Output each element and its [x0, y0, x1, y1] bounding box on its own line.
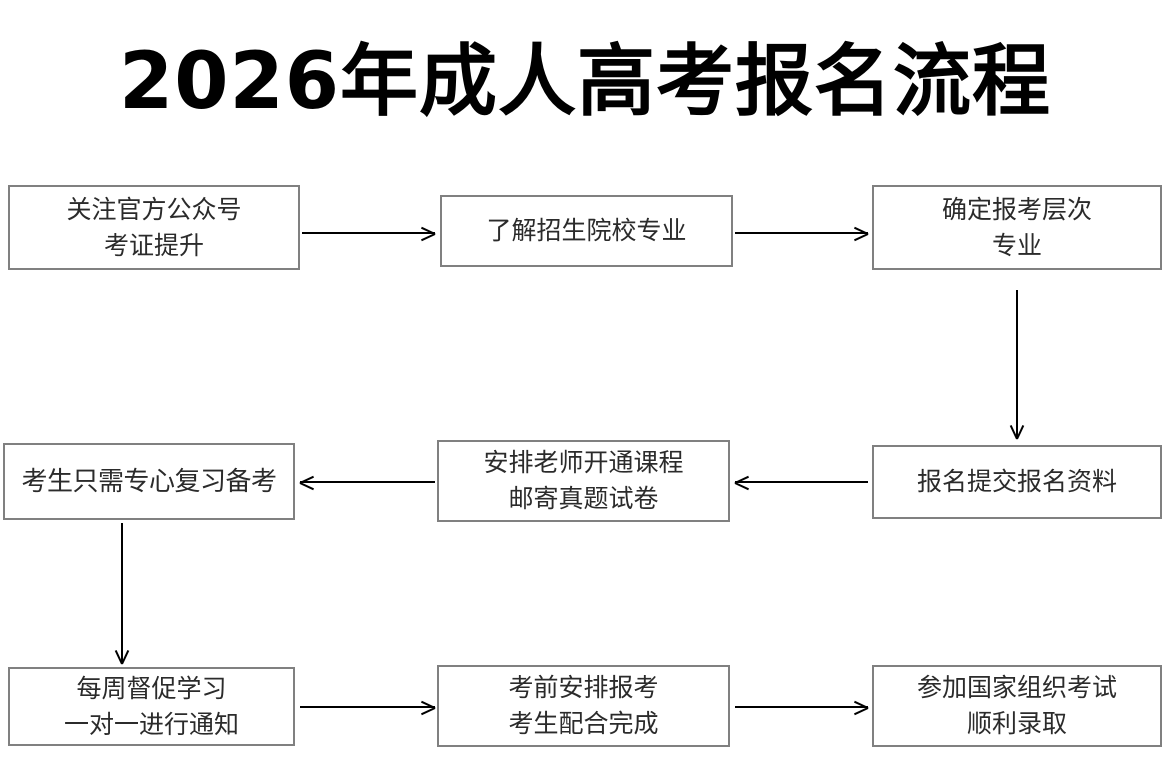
connector-3-4-arrow-down-icon — [1002, 290, 1032, 440]
connector-7-8-arrow-right-icon — [300, 692, 436, 722]
flow-box-step-3[interactable]: 确定报考层次 专业 — [872, 185, 1162, 270]
flow-box-step-4[interactable]: 报名提交报名资料 — [872, 445, 1162, 519]
flow-box-line: 确定报考层次 — [941, 194, 1092, 224]
flow-box-line: 每周督促学习 — [76, 673, 227, 703]
flow-box-line: 考证提升 — [103, 230, 204, 260]
flow-box-line: 考生只需专心复习备考 — [21, 466, 277, 497]
connector-2-3-arrow-right-icon — [735, 218, 869, 248]
flow-box-line: 参加国家组织考试 — [916, 673, 1117, 702]
flow-box-line: 邮寄真题试卷 — [508, 484, 659, 513]
connector-1-2-arrow-right-icon — [302, 218, 436, 248]
flow-box-line: 考前安排报考 — [508, 673, 659, 702]
flow-box-line: 专业 — [991, 230, 1042, 260]
flow-box-line: 关注官方公众号 — [66, 194, 242, 224]
page-title: 2026年成人高考报名流程 — [118, 37, 1052, 127]
flow-box-line: 报名提交报名资料 — [916, 467, 1117, 496]
connector-5-6-arrow-left-icon — [299, 467, 435, 497]
flow-box-line: 一对一进行通知 — [63, 709, 239, 739]
flow-box-step-2[interactable]: 了解招生院校专业 — [440, 195, 733, 267]
flow-box-step-5[interactable]: 安排老师开通课程 邮寄真题试卷 — [437, 440, 730, 522]
connector-6-7-arrow-down-icon — [107, 523, 137, 665]
flow-box-step-7[interactable]: 每周督促学习 一对一进行通知 — [8, 667, 295, 746]
flow-box-step-8[interactable]: 考前安排报考 考生配合完成 — [437, 665, 730, 747]
flow-box-step-9[interactable]: 参加国家组织考试 顺利录取 — [872, 665, 1162, 747]
flow-box-step-1[interactable]: 关注官方公众号 考证提升 — [8, 185, 300, 270]
flow-box-line: 了解招生院校专业 — [486, 216, 687, 245]
flow-box-step-6[interactable]: 考生只需专心复习备考 — [3, 443, 295, 520]
flow-box-line: 安排老师开通课程 — [483, 448, 684, 477]
flow-box-line: 顺利录取 — [966, 709, 1067, 738]
connector-8-9-arrow-right-icon — [735, 692, 869, 722]
flow-box-line: 考生配合完成 — [508, 709, 659, 738]
connector-4-5-arrow-left-icon — [734, 467, 868, 497]
